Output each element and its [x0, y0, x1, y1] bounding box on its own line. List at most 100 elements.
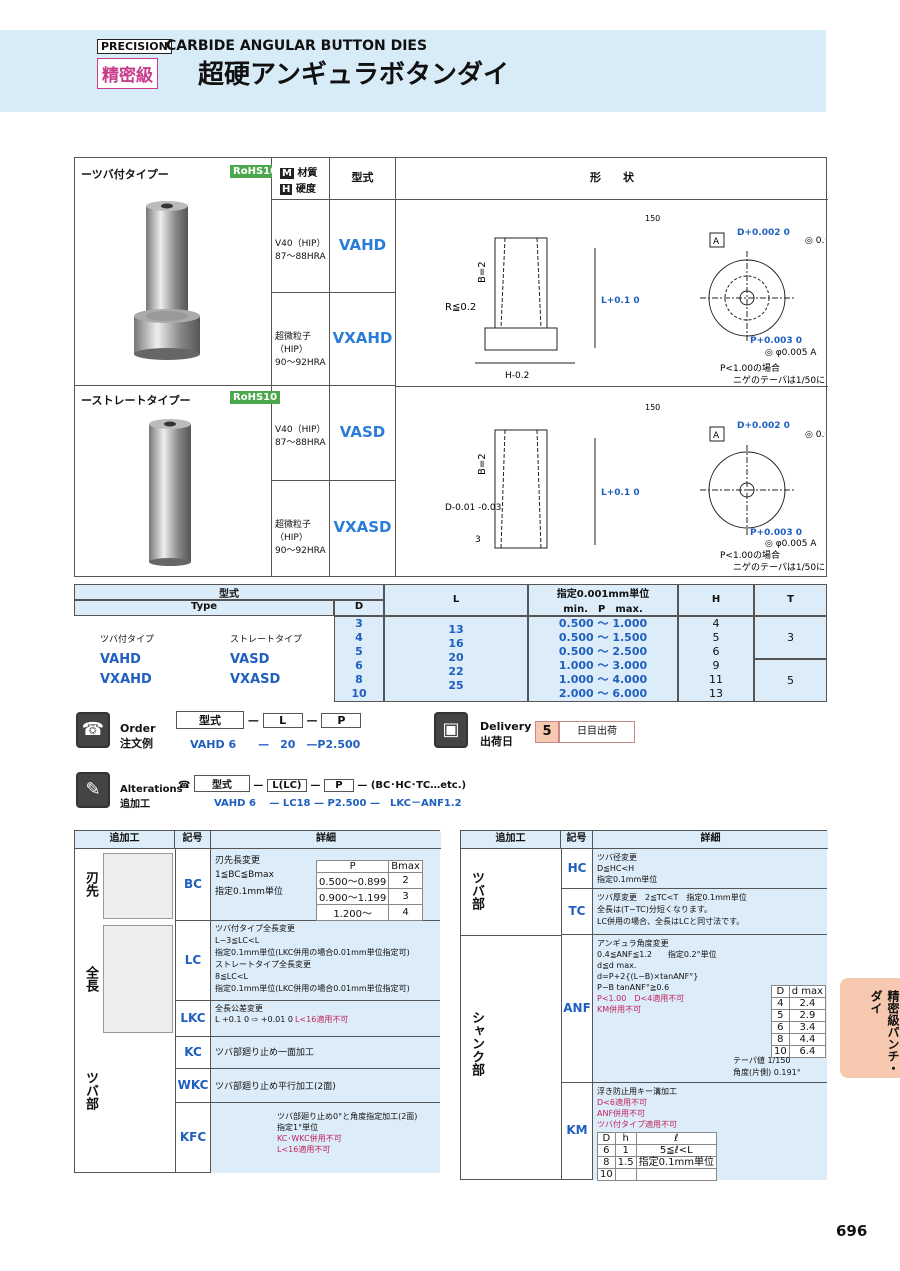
precision-label: PRECISION [97, 39, 172, 54]
svg-text:ニゲのテーパは1/50になります。: ニゲのテーパは1/50になります。 [733, 561, 825, 573]
alterations-example: VAHD 6 — LC18 — P2.500 — LKC－ANF1.2 [214, 798, 462, 809]
page-number: 696 [836, 1222, 868, 1240]
t-value-2: 5 [754, 659, 827, 702]
svg-text:R≦0.2: R≦0.2 [445, 302, 476, 313]
material-cell: V40（HIP）87〜88HRA [272, 200, 330, 293]
model-vasd: VASD [330, 386, 396, 481]
h-header: H [678, 584, 754, 616]
alt-h2: 記号 [175, 831, 211, 849]
material-cell: 超微粒子（HIP）90〜92HRA [272, 293, 330, 386]
svg-text:D+0.002 0: D+0.002 0 [737, 228, 790, 238]
code-kc: KC [175, 1037, 211, 1069]
model-vahd: VAHD [330, 200, 396, 293]
cat-flange: ツバ部 [83, 1071, 98, 1110]
type-header: 型式 [330, 158, 396, 200]
code-hc: HC [561, 849, 593, 889]
wrench-icon: ✎ [76, 772, 110, 808]
shape-header: 形 状 [396, 158, 828, 200]
order-example: VAHD 6 — 20 —P2.500 [190, 738, 361, 751]
flange-type-label: ーツバ付タイプー [81, 168, 169, 181]
cat-shank: シャンク部 [469, 1011, 484, 1076]
straight-label: ストレートタイプ [230, 635, 303, 645]
material-header: M 材質 H 硬度 [272, 158, 330, 200]
flange-die-photo [134, 201, 200, 360]
alterations-fields: ☎ 型式 — L(LC) — P — (BC･HC･TC…etc.) [178, 775, 466, 792]
model-vasd: VASD [230, 652, 270, 667]
code-lc: LC [175, 921, 211, 1001]
flange-type-panel: ーツバ付タイプー RoHS10 [75, 158, 281, 386]
alt-h1: 追加工 [461, 831, 561, 849]
lc-illustration [103, 925, 173, 1033]
svg-text:◎ 0.0015: ◎ 0.0015 [805, 236, 825, 246]
cat-edge: 刃先 [83, 871, 98, 897]
svg-text:H-0.2: H-0.2 [505, 371, 529, 381]
truck-icon: ▣ [434, 712, 468, 748]
order-fields: 型式 — L — P [176, 711, 362, 729]
code-wkc: WKC [175, 1069, 211, 1103]
detail-tc: ツバ厚変更 2≦TC<T 指定0.1mm単位全長は(T−TC)分短くなります。L… [593, 889, 827, 935]
alt-h2: 記号 [561, 831, 593, 849]
straight-type-label: ーストレートタイプー [81, 394, 191, 407]
type-eng: Type [74, 600, 334, 616]
t-value-1: 3 [754, 616, 827, 659]
english-title: CARBIDE ANGULAR BUTTON DIES [166, 38, 428, 54]
d-header: D [334, 600, 384, 616]
detail-wkc: ツバ部廻り止め平行加工(2面) [211, 1069, 440, 1103]
svg-text:D+0.002 0: D+0.002 0 [737, 421, 790, 431]
code-km: KM [561, 1083, 593, 1180]
svg-text:A: A [713, 237, 720, 247]
model-vxahd: VXAHD [330, 293, 396, 386]
straight-type-drawing: B=2 D-0.01 -0.03 3 150 L+0.1 0 A D+0.002… [445, 403, 825, 573]
alt-h1: 追加工 [75, 831, 175, 849]
side-tab[interactable]: 精密級パンチ・ダイ [840, 978, 900, 1078]
l-header: L [384, 584, 528, 616]
model-vxahd: VXAHD [100, 672, 152, 687]
svg-text:3: 3 [475, 535, 481, 545]
svg-text:P<1.00の場合: P<1.00の場合 [720, 362, 780, 374]
svg-text:B=2: B=2 [477, 261, 488, 283]
seimitsu-badge: 精密級 [97, 58, 158, 89]
svg-text:◎ φ0.005 A: ◎ φ0.005 A [765, 539, 817, 549]
phone-icon: ☎ [76, 712, 110, 748]
alt-h3: 詳細 [211, 831, 441, 849]
model-vxasd: VXASD [330, 481, 396, 576]
rohs-badge: RoHS10 [230, 391, 281, 404]
detail-kc: ツバ部廻り止め一面加工 [211, 1037, 440, 1069]
type-title: 型式 [74, 584, 384, 600]
svg-text:◎ 0.0015: ◎ 0.0015 [805, 430, 825, 440]
svg-text:150: 150 [645, 214, 660, 223]
cat-length: 全長 [83, 966, 98, 992]
rohs-badge: RoHS10 [230, 165, 281, 178]
model-vahd: VAHD [100, 652, 141, 667]
material-cell: 超微粒子（HIP）90〜92HRA [272, 481, 330, 576]
page-title: 超硬アンギュラボタンダイ [198, 60, 509, 90]
code-kfc: KFC [175, 1103, 211, 1173]
svg-text:L+0.1 0: L+0.1 0 [601, 296, 640, 306]
code-anf: ANF [561, 935, 593, 1083]
spec-section: ーツバ付タイプー RoHS10 ーストレートタイプー RoHS10 M 材質 H… [74, 157, 828, 577]
t-header: T [754, 584, 827, 616]
svg-text:P+0.003 0: P+0.003 0 [750, 528, 802, 538]
type-names: ツバ付タイプ ストレートタイプ VAHD VASD VXAHD VXASD [74, 616, 334, 702]
svg-text:ニゲのテーパは1/50になります。: ニゲのテーパは1/50になります。 [733, 374, 825, 385]
code-lkc: LKC [175, 1001, 211, 1037]
alt-h3: 詳細 [593, 831, 828, 849]
delivery-days: 5 [535, 721, 559, 743]
straight-die-photo [149, 419, 191, 566]
